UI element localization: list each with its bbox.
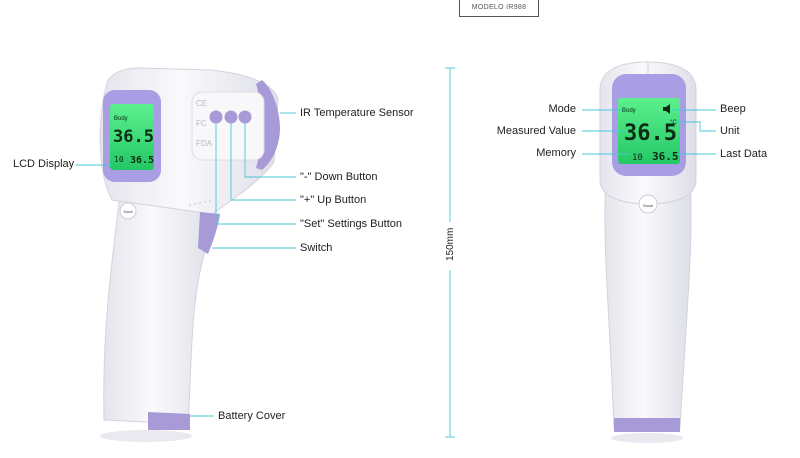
down-button[interactable]	[238, 110, 252, 124]
label-switch: Switch	[300, 242, 333, 254]
label-down-button: "-" Down Button	[300, 171, 378, 183]
front-lcd-screen	[618, 98, 680, 164]
ce-mark: CE	[196, 99, 207, 108]
model-tag: MODELO IR988	[459, 0, 539, 17]
front-base	[614, 418, 680, 432]
side-lcd-reading: 36.5	[113, 127, 154, 147]
side-vent-dots	[189, 200, 211, 206]
side-lcd-last: 36.5	[130, 155, 154, 166]
leader-down	[244, 123, 296, 178]
side-lcd-memory: 10	[114, 155, 124, 164]
label-mode: Mode	[548, 103, 576, 115]
side-lcd-screen	[110, 104, 154, 170]
fc-mark: FC	[196, 119, 207, 128]
label-memory: Memory	[536, 147, 576, 159]
label-ir-sensor: IR Temperature Sensor	[300, 107, 414, 119]
label-lcd-display: LCD Display	[13, 158, 75, 170]
front-badge	[638, 194, 658, 214]
front-lcd-last: 36.5	[652, 150, 679, 163]
leader-up	[230, 123, 296, 201]
label-unit: Unit	[720, 125, 740, 137]
front-base-shadow	[611, 433, 683, 443]
label-measured-value: Measured Value	[496, 125, 576, 137]
dimension-label-bg	[443, 222, 457, 270]
leader-unit	[674, 121, 716, 132]
side-button-panel	[191, 91, 265, 161]
dimension-label: 150mm	[445, 227, 456, 261]
side-leader-lines	[76, 112, 296, 417]
battery-cover	[148, 412, 190, 430]
side-trigger	[198, 212, 220, 254]
label-last-data: Last Data	[720, 148, 768, 160]
side-handle	[103, 195, 215, 425]
front-lcd-beep-icon	[663, 104, 670, 114]
front-leader-lines	[582, 109, 716, 155]
front-lcd-reading: 36.5	[624, 121, 677, 146]
fda-mark: FDA	[196, 139, 213, 148]
label-beep: Beep	[720, 103, 746, 115]
set-button[interactable]	[209, 110, 223, 124]
front-lcd-memory: 10	[632, 153, 643, 163]
side-view-thermometer: Body 36.5 10 36.5 CE FC FDA Saudi	[99, 67, 280, 442]
front-handle	[604, 177, 692, 429]
label-up-button: "+" Up Button	[300, 194, 367, 206]
front-view-thermometer: Body °C 36.5 10 36.5 Saudi	[599, 61, 697, 443]
side-lcd-mode: Body	[114, 116, 128, 122]
up-button[interactable]	[224, 110, 238, 124]
front-lcd-mode: Body	[622, 108, 636, 114]
side-badge	[119, 202, 137, 220]
front-lcd-unit: °C	[670, 120, 677, 126]
side-base-shadow	[100, 430, 192, 442]
leader-set	[215, 123, 296, 225]
side-badge-text: Saudi	[124, 210, 133, 214]
front-badge-text: Saudi	[643, 203, 653, 208]
label-battery-cover: Battery Cover	[218, 410, 286, 422]
label-set-button: "Set" Settings Button	[300, 218, 402, 230]
